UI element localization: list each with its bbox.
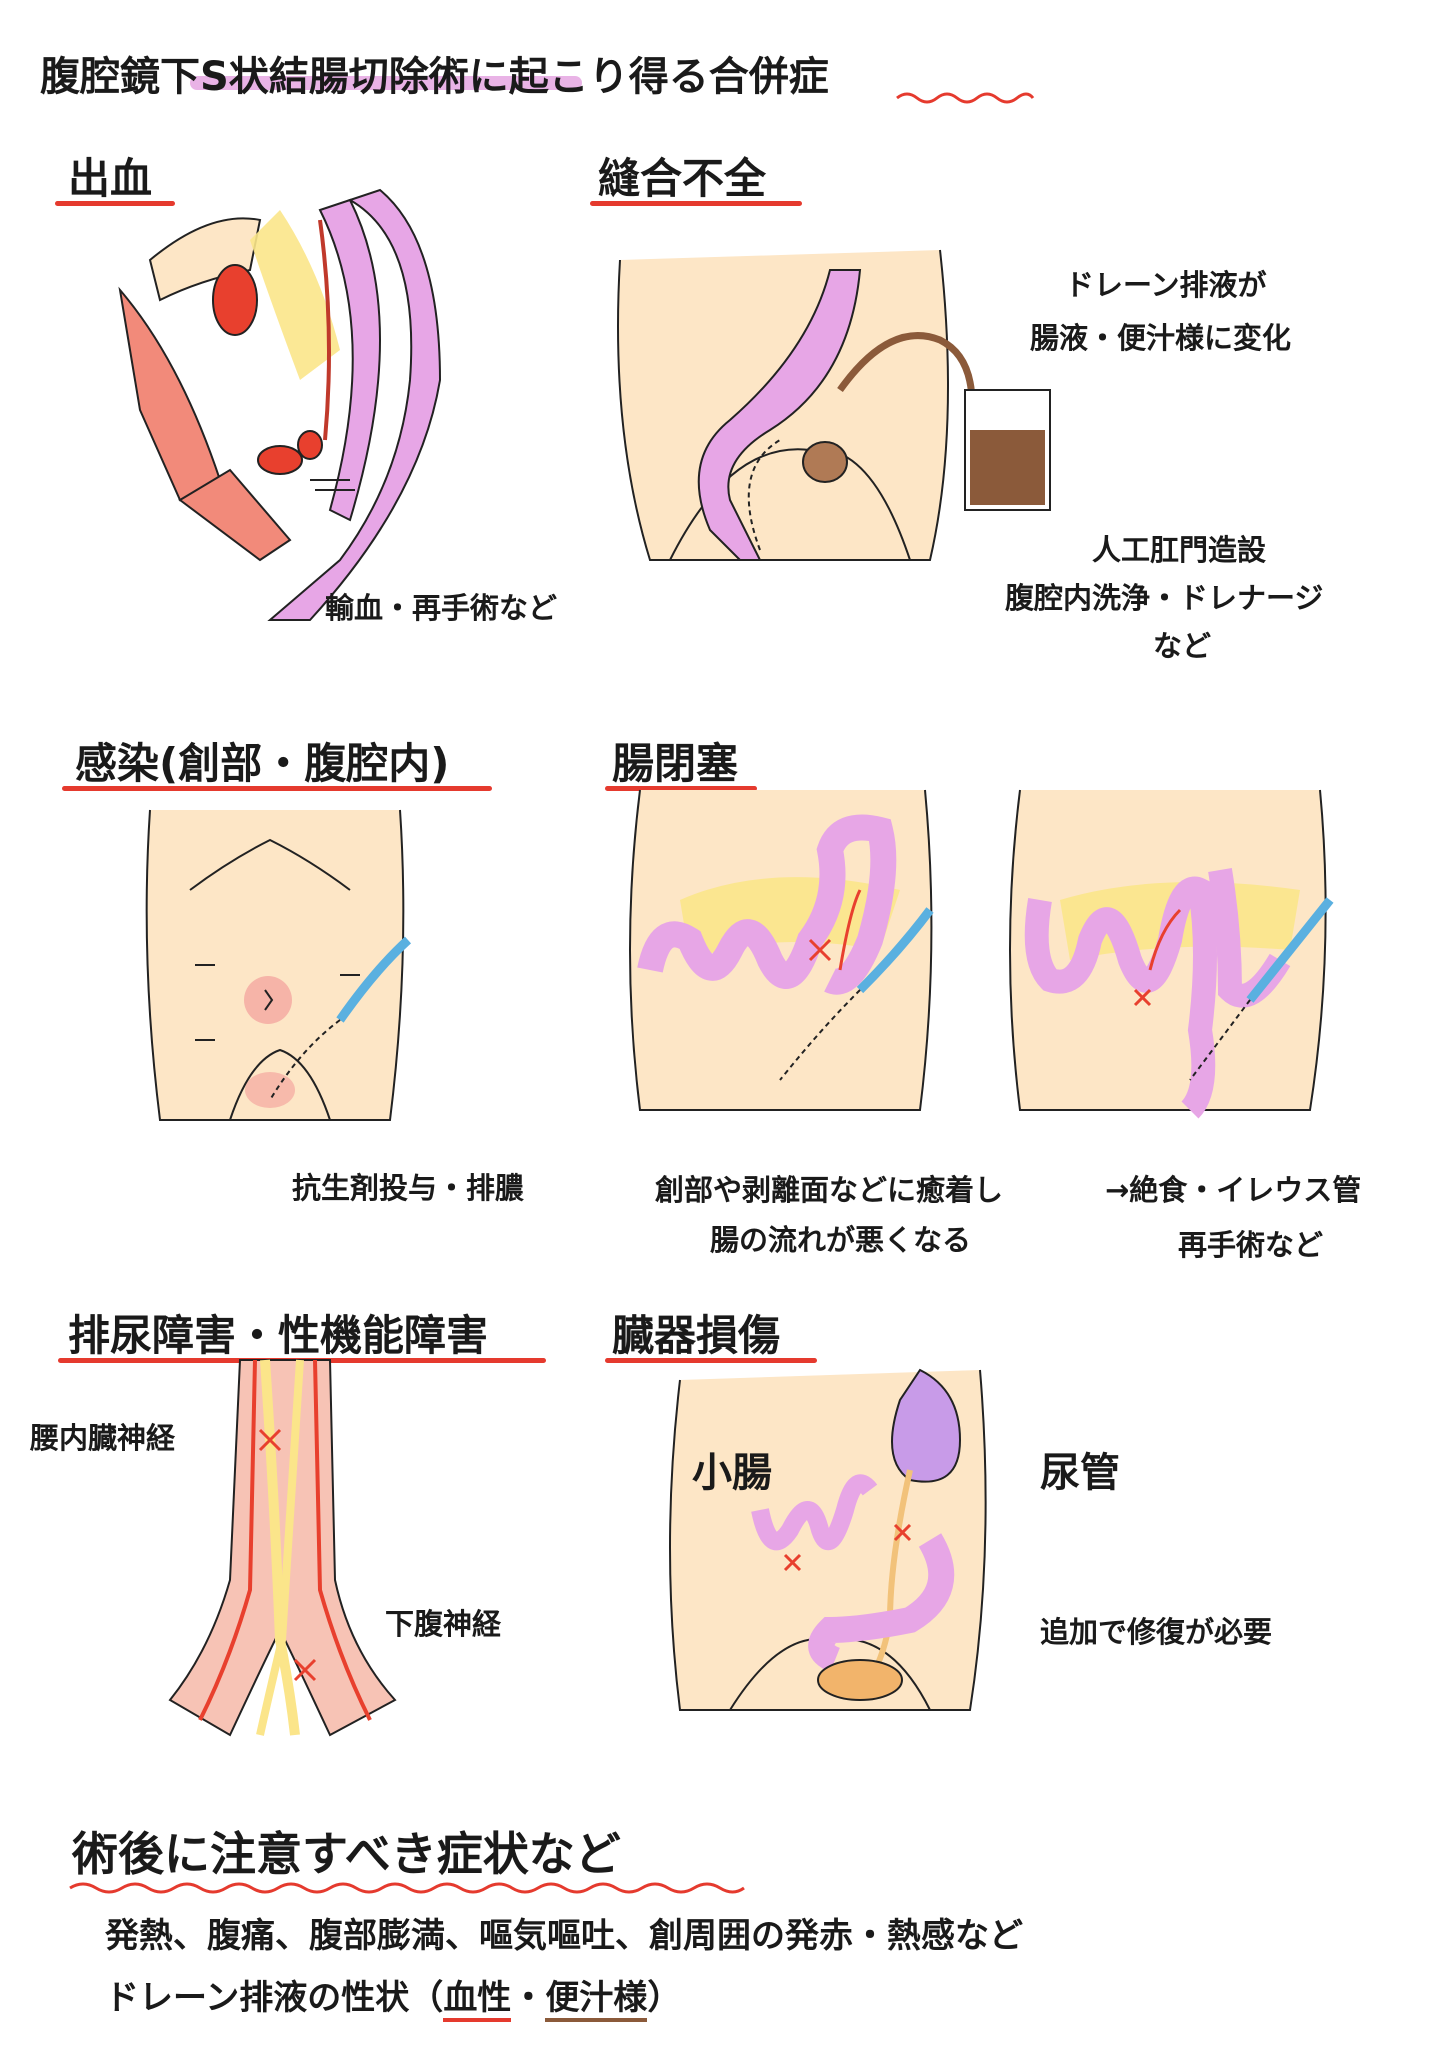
heading-injury-underline: [605, 1358, 817, 1363]
heading-dysfunction: 排尿障害・性機能障害: [68, 1311, 489, 1360]
footer-line2-suffix: ）: [647, 1978, 682, 2018]
blood-clot-3: [297, 430, 323, 460]
obstruction-illustration-2: [1009, 789, 1334, 1119]
heading-injury: 臓器損傷: [612, 1311, 781, 1360]
nerve-illustration: [168, 1359, 397, 1737]
heading-infection-underline: [62, 786, 492, 791]
footer-heading-wavy-underline: [69, 1882, 745, 1894]
leak-note2-line3: など: [1153, 629, 1212, 663]
obstruction-note2-line2: 再手術など: [1178, 1228, 1324, 1262]
footer-line2-sep: ・: [511, 1978, 546, 2018]
leak-note2-line1: 人工肛門造設: [1092, 533, 1267, 567]
heading-bleeding: 出血: [68, 154, 153, 203]
wound-redness: [244, 976, 292, 1024]
organ-injury-illustration: [669, 1368, 987, 1711]
obstruction-note1-line2: 腸の流れが悪くなる: [710, 1223, 972, 1257]
heading-obstruction-underline: [605, 786, 757, 791]
leak-fluid: [802, 441, 848, 483]
heading-bleeding-underline: [55, 201, 175, 206]
label-ureter: 尿管: [1040, 1450, 1120, 1496]
bleeding-note: 輸血・再手術など: [325, 591, 558, 625]
obstruction-note1-line1: 創部や剥離面などに癒着し: [655, 1173, 1004, 1207]
label-small-intestine: 小腸: [692, 1450, 772, 1496]
infection-note: 抗生剤投与・排膿: [292, 1171, 525, 1205]
leak-illustration: [617, 249, 1051, 561]
label-hypogastric: 下腹神経: [385, 1607, 502, 1641]
label-lumbar-splanchnic: 腰内臓神経: [30, 1421, 176, 1455]
footer-line1: 発熱、腹痛、腹部膨満、嘔気嘔吐、創周囲の発赤・熱感など: [105, 1916, 1023, 1956]
blood-clot-2: [257, 445, 303, 475]
leak-note2-line2: 腹腔内洗浄・ドレナージ: [1005, 581, 1324, 615]
heading-infection: 感染(創部・腹腔内): [75, 739, 450, 788]
footer-line2-prefix: ドレーン排液の性状（: [105, 1978, 444, 2018]
footer-heading: 術後に注意すべき症状など: [72, 1827, 621, 1881]
infection-drain-icon: [336, 936, 412, 1023]
footer-line2-feces: 便汁様: [545, 1978, 648, 2022]
heading-leak-underline: [590, 201, 802, 206]
bleeding-illustration: [118, 188, 442, 621]
obstruction-note2-line1: →絶食・イレウス管: [1105, 1173, 1362, 1207]
bladder: [817, 1659, 903, 1701]
leak-note1-line2: 腸液・便汁様に変化: [1030, 321, 1292, 355]
title-wavy-underline: [896, 92, 1035, 104]
infection-illustration: [145, 809, 412, 1121]
obstruction-illustration-1: [629, 789, 934, 1111]
title-highlight: [190, 76, 582, 90]
blood-clot-1: [212, 264, 258, 336]
page-title: 腹腔鏡下S状結腸切除術に起こり得る合併症: [40, 54, 829, 100]
footer-line2-blood: 血性: [443, 1978, 512, 2022]
leak-note1-line1: ドレーン排液が: [1065, 268, 1267, 302]
injury-note: 追加で修復が必要: [1040, 1615, 1273, 1649]
heading-leak: 縫合不全: [598, 154, 767, 203]
heading-obstruction: 腸閉塞: [612, 739, 739, 788]
footer-line2: ドレーン排液の性状（血性・便汁様）: [105, 1970, 682, 2022]
